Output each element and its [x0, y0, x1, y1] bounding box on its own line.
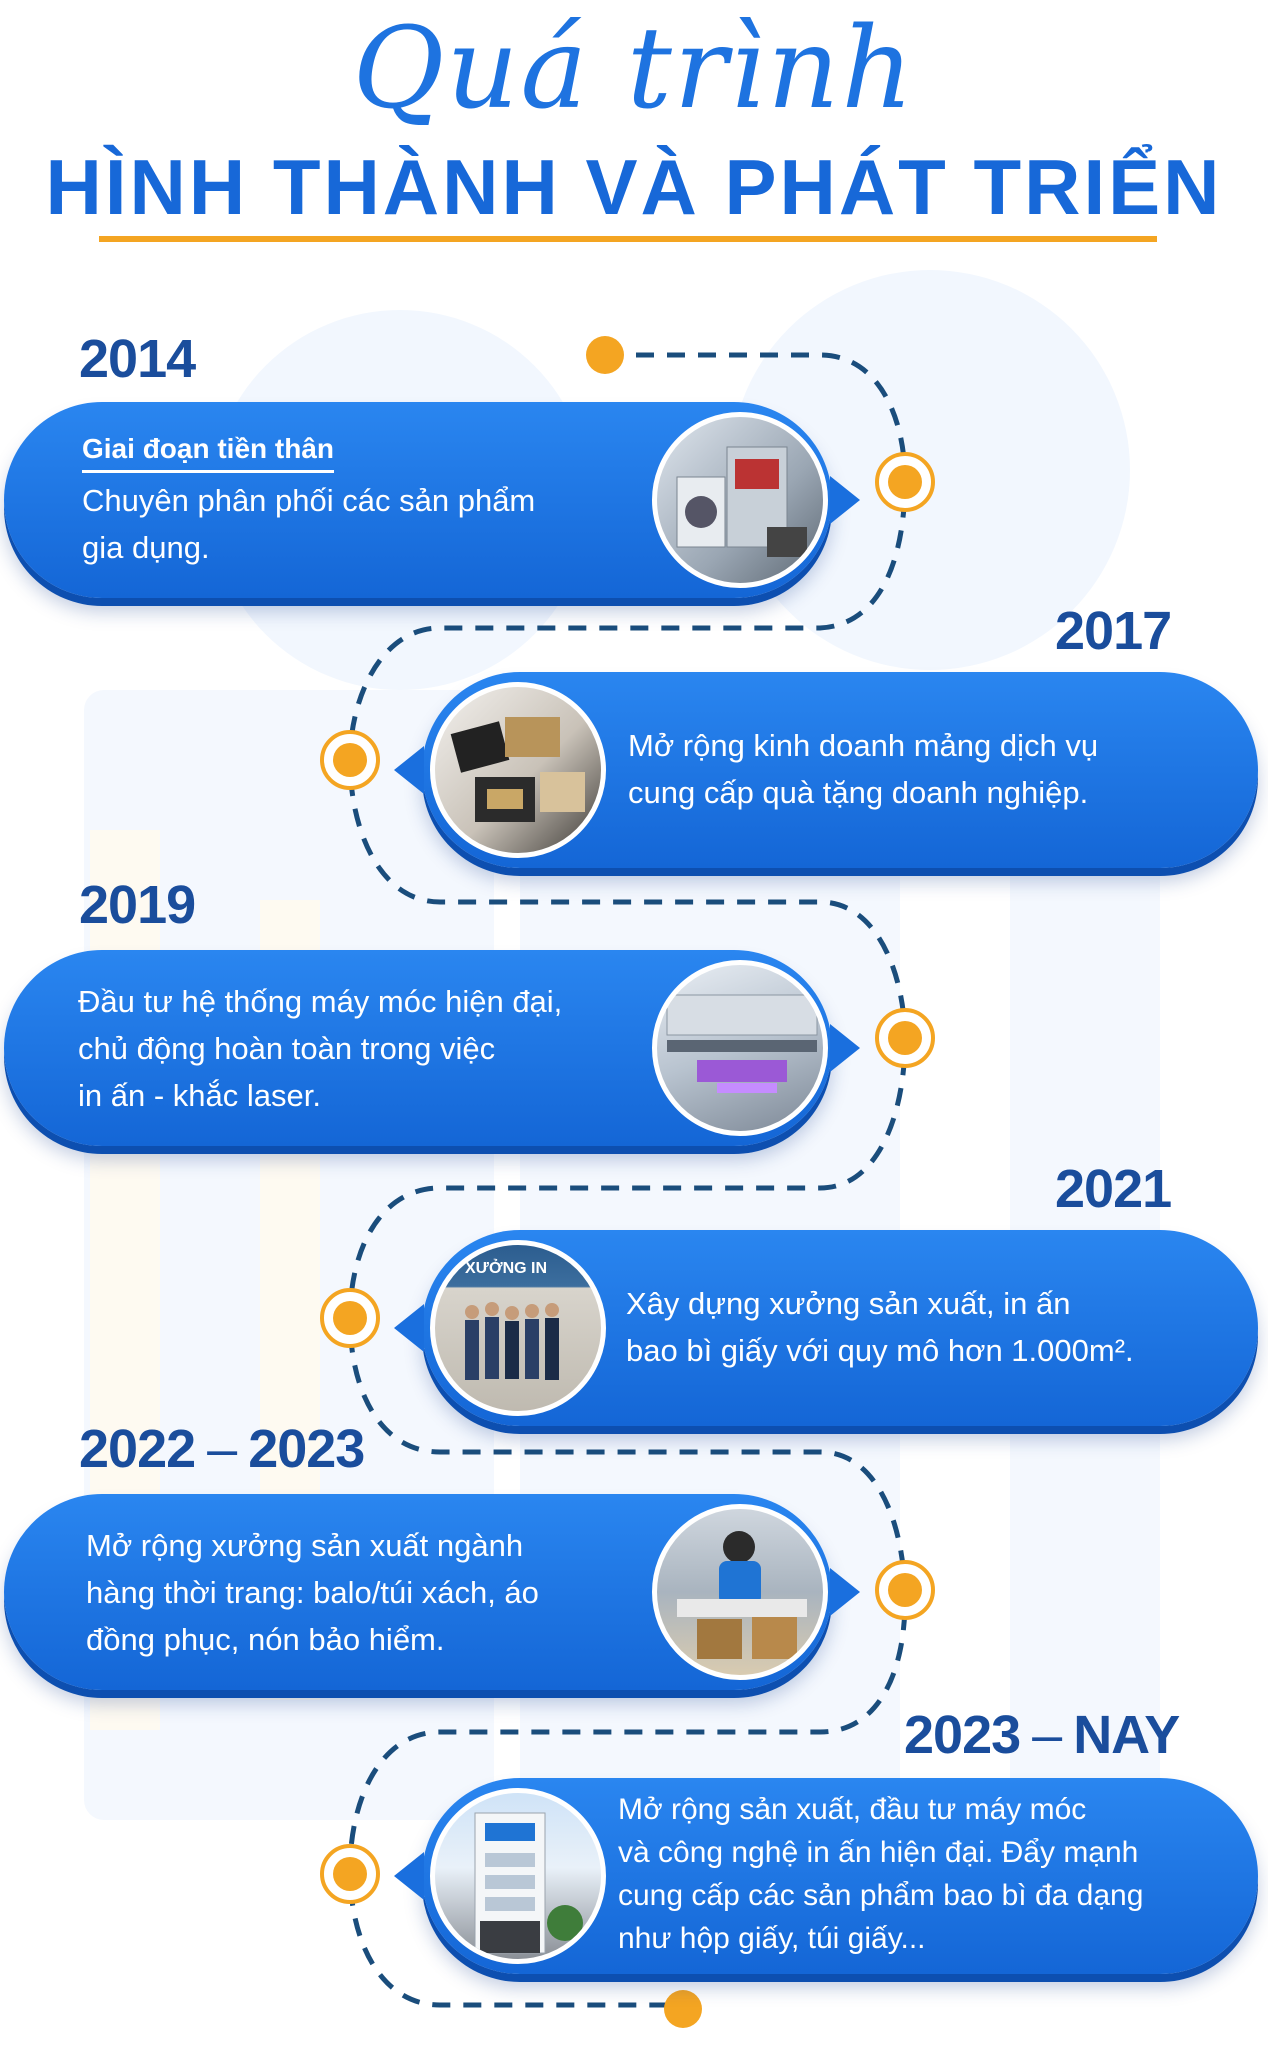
year-separator: – — [207, 1419, 237, 1479]
year-2022-2023: 2022–2023 — [79, 1418, 365, 1480]
year-2019: 2019 — [79, 875, 196, 935]
year-start: 2022 — [79, 1419, 196, 1479]
card-pointer — [394, 1852, 424, 1900]
card-text-line: hàng thời trang: balo/túi xách, áo — [86, 1575, 539, 1610]
corporate-gift-boxes-photo — [430, 682, 606, 858]
main-title: HÌNH THÀNH VÀ PHÁT TRIỂN — [45, 143, 1223, 231]
year-end: 2023 — [248, 1419, 365, 1479]
card-text-line: Chuyên phân phối các sản phẩm — [82, 483, 536, 518]
timeline-card-2019: Đầu tư hệ thống máy móc hiện đại, chủ độ… — [4, 950, 860, 1146]
card-pointer — [830, 1024, 860, 1072]
card-text-line: Đầu tư hệ thống máy móc hiện đại, — [78, 984, 563, 1019]
card-text-line: Mở rộng sản xuất, đầu tư máy móc — [618, 1793, 1087, 1826]
card-text-line: Xây dựng xưởng sản xuất, in ấn — [626, 1286, 1071, 1321]
card-text-line: cung cấp các sản phẩm bao bì đa dạng — [618, 1879, 1144, 1912]
timeline-node-2019 — [875, 1008, 935, 1068]
timeline-card-2022-2023: Mở rộng xưởng sản xuất ngành hàng thời t… — [4, 1494, 860, 1690]
card-text-line: và công nghệ in ấn hiện đại. Đẩy mạnh — [618, 1836, 1139, 1869]
sewing-worker-photo — [652, 1504, 828, 1680]
card-subtitle: Giai đoạn tiền thân — [82, 430, 335, 473]
timeline-card-2014: Giai đoạn tiền thân Chuyên phân phối các… — [4, 402, 860, 598]
card-pointer — [830, 1568, 860, 1616]
card-text-line: đồng phục, nón bảo hiểm. — [86, 1622, 445, 1657]
year-2023-nay: 2023–NAY — [904, 1704, 1180, 1766]
timeline-node-2021 — [320, 1288, 380, 1348]
card-pointer — [830, 476, 860, 524]
timeline-card-2017: Mở rộng kinh doanh mảng dịch vụ cung cấp… — [394, 672, 1258, 868]
timeline-node-2022-2023 — [875, 1560, 935, 1620]
timeline-node-2023-nay — [320, 1844, 380, 1904]
timeline-end-dot — [664, 1990, 702, 2028]
card-text-line: chủ động hoàn toàn trong việc — [78, 1031, 496, 1066]
home-appliances-photo — [652, 412, 828, 588]
year-separator: – — [1032, 1705, 1062, 1765]
script-title: Quá trình — [352, 4, 916, 134]
timeline-card-2023-nay: Mở rộng sản xuất, đầu tư máy móc và công… — [394, 1778, 1258, 1974]
timeline-start-dot — [586, 336, 624, 374]
card-text-line: như hộp giấy, túi giấy... — [618, 1922, 926, 1955]
card-pointer — [394, 1304, 424, 1352]
workshop-team-photo: XƯỞNG IN — [430, 1240, 606, 1416]
title-underline — [99, 236, 1157, 242]
card-text-line: gia dụng. — [82, 530, 210, 565]
timeline-node-2014 — [875, 452, 935, 512]
uv-printer-machine-photo — [652, 960, 828, 1136]
workshop-sign-text: XƯỞNG IN — [465, 1258, 547, 1277]
year-end: NAY — [1073, 1705, 1180, 1765]
company-building-photo — [430, 1788, 606, 1964]
card-text-line: cung cấp quà tặng doanh nghiệp. — [628, 775, 1089, 810]
year-2021: 2021 — [1055, 1159, 1172, 1219]
card-text-line: Mở rộng xưởng sản xuất ngành — [86, 1528, 524, 1563]
year-2017: 2017 — [1055, 601, 1172, 661]
card-text-line: in ấn - khắc laser. — [78, 1078, 321, 1113]
year-2014: 2014 — [79, 329, 196, 389]
timeline-card-2021: XƯỞNG IN Xây dựng xưởng sản xuất, in ấn … — [394, 1230, 1258, 1426]
card-text-line: bao bì giấy với quy mô hơn 1.000m². — [626, 1333, 1134, 1368]
card-pointer — [394, 746, 424, 794]
timeline-node-2017 — [320, 730, 380, 790]
card-text-line: Mở rộng kinh doanh mảng dịch vụ — [628, 728, 1099, 763]
year-start: 2023 — [904, 1705, 1021, 1765]
